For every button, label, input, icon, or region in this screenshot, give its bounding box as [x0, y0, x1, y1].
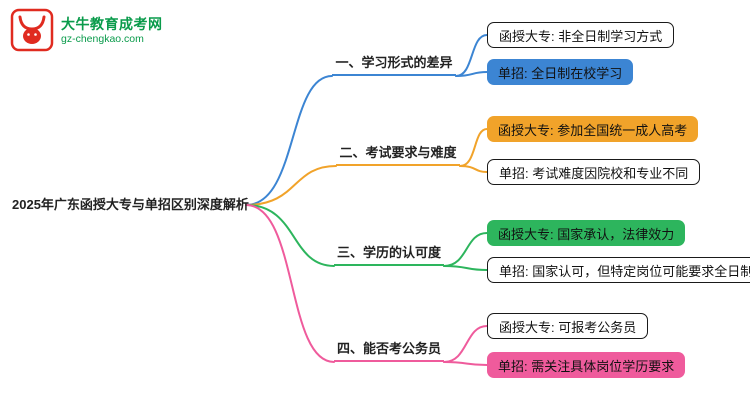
connector-root-branch1 [245, 75, 333, 206]
connector-branch2-leaf1 [459, 128, 488, 167]
bull-eye-left [27, 33, 30, 36]
branch-node-4: 四、能否考公务员 [334, 338, 445, 362]
connector-root-branch4 [245, 204, 335, 363]
leaf-node: 单招: 国家认可，但特定岗位可能要求全日制 [487, 257, 750, 283]
connector-root-branch2 [245, 165, 337, 206]
connector-branch1-leaf2 [455, 71, 488, 77]
leaf-node: 函授大专: 非全日制学习方式 [487, 22, 675, 48]
connector-branch4-leaf1 [443, 325, 488, 363]
branch-node-3: 三、学历的认可度 [334, 242, 445, 266]
leaf-node: 函授大专: 参加全国统一成人高考 [487, 116, 699, 142]
leaf-node: 函授大专: 可报考公务员 [487, 313, 649, 339]
connector-root-branch3 [245, 204, 335, 267]
leaf-node: 单招: 需关注具体岗位学历要求 [487, 352, 686, 378]
bull-icon-frame [10, 8, 54, 52]
connector-branch2-leaf2 [459, 165, 488, 173]
bull-head [23, 28, 41, 44]
root-node: 2025年广东函授大专与单招区别深度解析 [12, 197, 249, 212]
logo-title: 大牛教育成考网 [61, 15, 163, 32]
leaf-node: 单招: 全日制在校学习 [487, 59, 634, 85]
connector-branch1-leaf1 [455, 34, 488, 77]
bull-eye-right [34, 33, 37, 36]
logo-text: 大牛教育成考网 gz-chengkao.com [61, 15, 163, 46]
connector-branch3-leaf2 [443, 265, 488, 271]
connector-branch4-leaf2 [443, 361, 488, 366]
branch-node-2: 二、考试要求与难度 [336, 142, 460, 166]
connector-branch3-leaf1 [443, 232, 488, 267]
logo-domain: gz-chengkao.com [61, 32, 144, 45]
site-logo: 大牛教育成考网 gz-chengkao.com [10, 8, 163, 52]
bull-icon [10, 8, 54, 52]
bull-horns [18, 15, 46, 31]
branch-node-1: 一、学习形式的差异 [332, 52, 456, 76]
leaf-node: 单招: 考试难度因院校和专业不同 [487, 159, 701, 185]
leaf-node: 函授大专: 国家承认，法律效力 [487, 220, 686, 246]
